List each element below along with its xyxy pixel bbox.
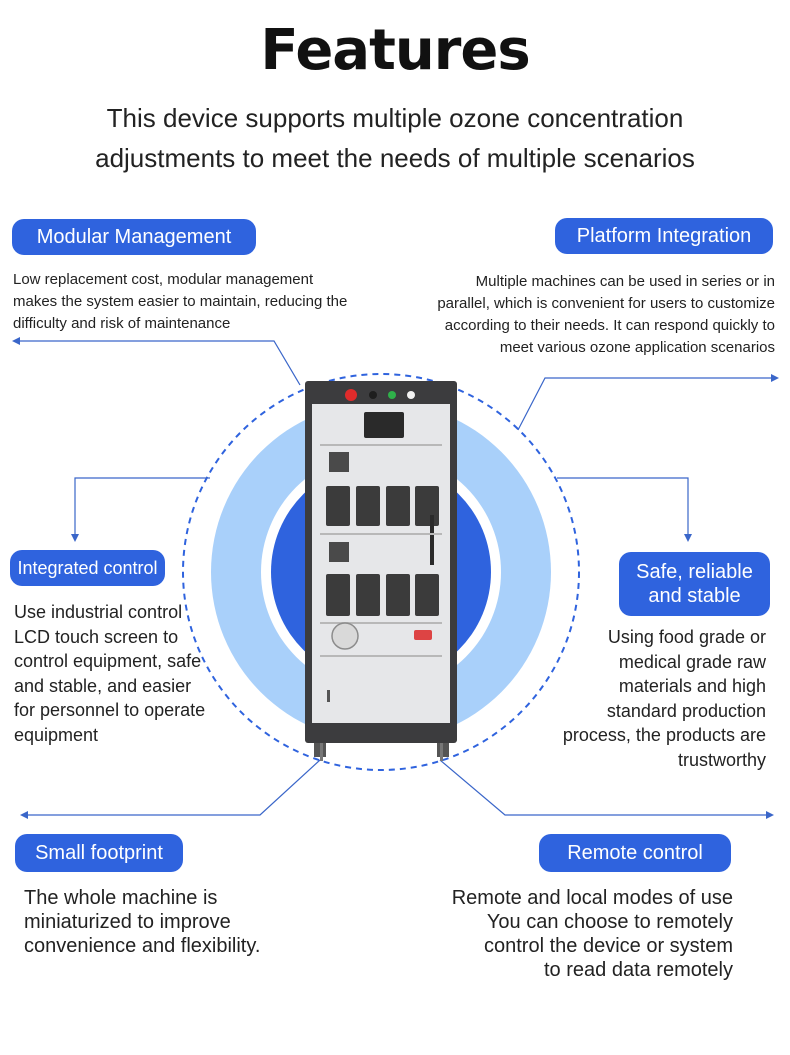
subtitle-line: This device supports multiple ozone conc… — [106, 103, 684, 133]
description-line: to read data remotely — [544, 959, 733, 981]
connector-platform — [517, 374, 779, 431]
label-line: and stable — [648, 585, 741, 607]
safe-reliable-description: Using food grade or medical grade raw ma… — [545, 625, 766, 772]
description-line: makes the system easier to maintain, red… — [13, 293, 348, 310]
description-line: trustworthy — [677, 749, 766, 770]
small-footprint-description: The whole machine is miniaturized to imp… — [24, 886, 314, 958]
description-line: miniaturized to improve — [24, 911, 231, 933]
description-line: equipment — [14, 724, 99, 745]
connector-safe — [557, 477, 692, 542]
description-line: medical grade raw — [618, 651, 766, 672]
platform-integration-label: Platform Integration — [555, 218, 773, 254]
description-line: and stable, and easier — [14, 675, 192, 696]
description-line: process, the products are — [562, 725, 766, 745]
description-line: The whole machine is — [24, 887, 218, 909]
description-line: You can choose to remotely — [486, 911, 733, 933]
description-line: according to their needs. It can respond… — [444, 317, 775, 334]
description-line: materials and high — [618, 676, 766, 696]
modular-management-description: Low replacement cost, modular management… — [13, 269, 383, 335]
description-line: control the device or system — [484, 935, 733, 957]
description-line: control equipment, safe — [14, 651, 202, 671]
description-line: Multiple machines can be used in series … — [475, 273, 775, 290]
description-line: convenience and flexibility. — [24, 935, 261, 957]
connector-modular — [12, 337, 301, 386]
description-line: standard production — [606, 700, 766, 721]
connector-integrated — [71, 477, 210, 542]
description-line: Remote and local modes of use — [451, 887, 733, 909]
description-line: for personnel to operate — [14, 700, 206, 720]
label-line: Safe, reliable — [636, 561, 753, 583]
ozone-generator-cabinet-icon — [305, 381, 457, 761]
connector-footprint — [20, 759, 321, 819]
page-subtitle: This device supports multiple ozone conc… — [60, 98, 730, 178]
description-line: Use industrial control — [14, 602, 183, 622]
modular-management-label: Modular Management — [12, 219, 256, 255]
subtitle-line: adjustments to meet the needs of multipl… — [95, 143, 695, 173]
description-line: Using food grade or — [607, 627, 766, 647]
safe-reliable-label: Safe, reliable and stable — [619, 552, 770, 616]
integrated-control-label: Integrated control — [10, 550, 165, 586]
description-line: parallel, which is convenient for users … — [437, 295, 775, 312]
description-line: meet various ozone application scenarios — [499, 339, 775, 356]
platform-integration-description: Multiple machines can be used in series … — [400, 271, 775, 359]
dashed-orbit — [182, 373, 580, 771]
connector-remote — [439, 759, 774, 819]
small-footprint-label: Small footprint — [15, 834, 183, 872]
remote-control-description: Remote and local modes of use You can ch… — [420, 886, 733, 982]
page-title: Features — [260, 18, 530, 83]
description-line: LCD touch screen to — [14, 626, 179, 647]
integrated-control-description: Use industrial control LCD touch screen … — [14, 600, 229, 747]
description-line: difficulty and risk of maintenance — [13, 315, 231, 332]
description-line: Low replacement cost, modular management — [13, 271, 314, 288]
remote-control-label: Remote control — [539, 834, 731, 872]
